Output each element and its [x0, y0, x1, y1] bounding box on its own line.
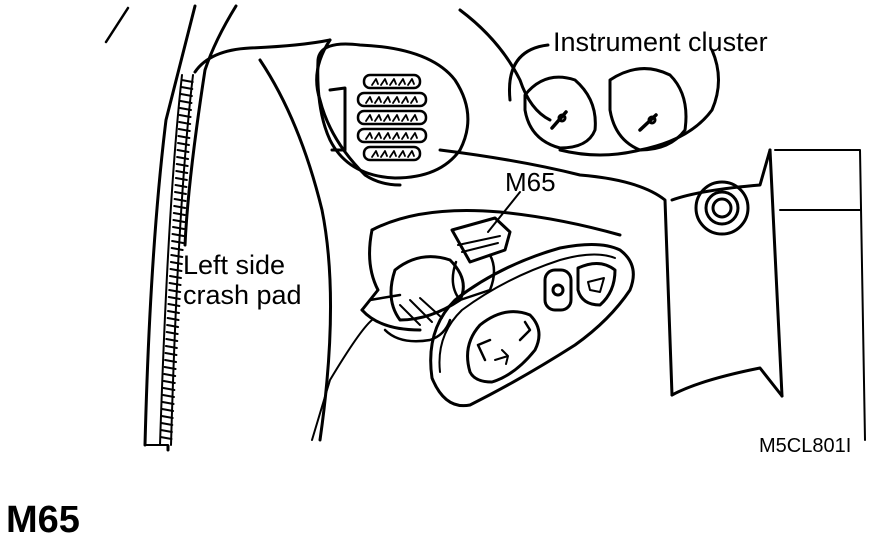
switch-recess [360, 209, 622, 332]
round-knob [694, 180, 750, 236]
crash-pad-callout-line1: Left side [183, 250, 286, 280]
crash-pad-callout-line2: crash pad [183, 280, 302, 310]
footer-connector-id: M65 [6, 499, 80, 541]
instrument-cluster-callout: Instrument cluster [553, 27, 768, 57]
mirror-switch-body [429, 243, 635, 408]
gauge-left [523, 75, 597, 150]
gauge-right [608, 67, 688, 152]
figure-code: M5CL801I [759, 435, 852, 457]
m65-connector [368, 191, 521, 343]
weatherstrip [159, 74, 194, 446]
lower-edges [144, 319, 373, 446]
crash-pad-callout: Left side crash pad [183, 250, 302, 310]
air-vent [316, 42, 470, 180]
a-pillar-lines [104, 4, 238, 452]
connector-m65-callout: M65 [505, 167, 556, 197]
